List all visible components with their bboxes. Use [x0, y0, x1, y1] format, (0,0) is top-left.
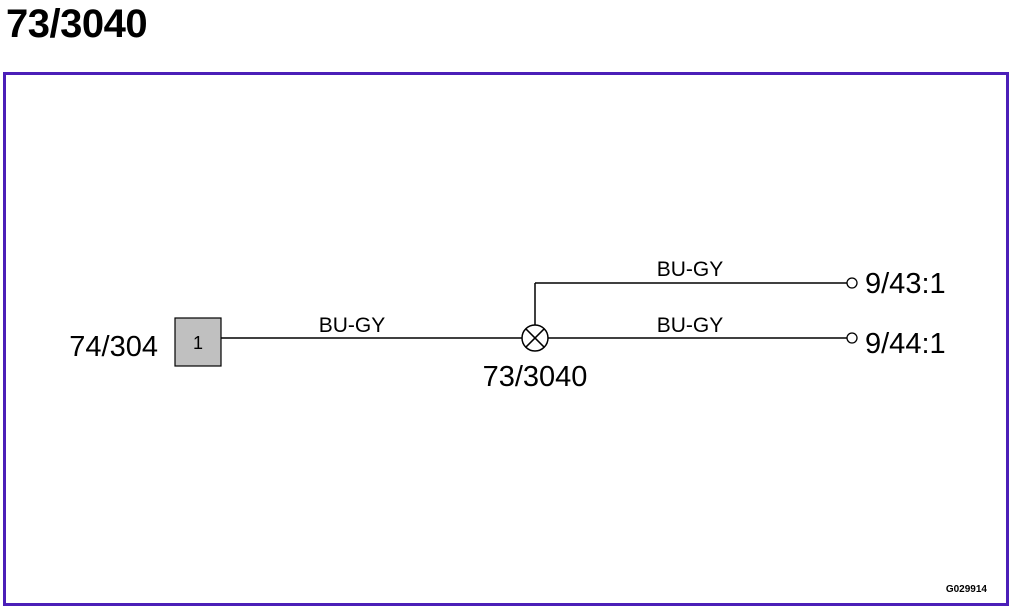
wire-label-left: BU-GY — [319, 314, 386, 337]
open-circle-icon[interactable] — [846, 277, 858, 289]
reference-code: G029914 — [946, 584, 988, 595]
terminal-label-9-43: 9/43:1 — [865, 268, 946, 300]
page-title: 73/3040 — [6, 2, 148, 46]
open-circle-icon[interactable] — [846, 332, 858, 344]
wire-label-upper: BU-GY — [657, 258, 724, 281]
splice-label: 73/3040 — [483, 361, 588, 393]
connector-label: 74/304 — [69, 331, 158, 363]
wire-label-lower: BU-GY — [657, 314, 724, 337]
circle-x-icon[interactable] — [521, 324, 549, 352]
connector-pin-label: 1 — [193, 333, 203, 353]
terminal-label-9-44: 9/44:1 — [865, 328, 946, 360]
connector-74-304[interactable]: 1 — [174, 317, 222, 367]
diagram-frame — [3, 72, 1009, 606]
connector-box — [174, 317, 222, 367]
